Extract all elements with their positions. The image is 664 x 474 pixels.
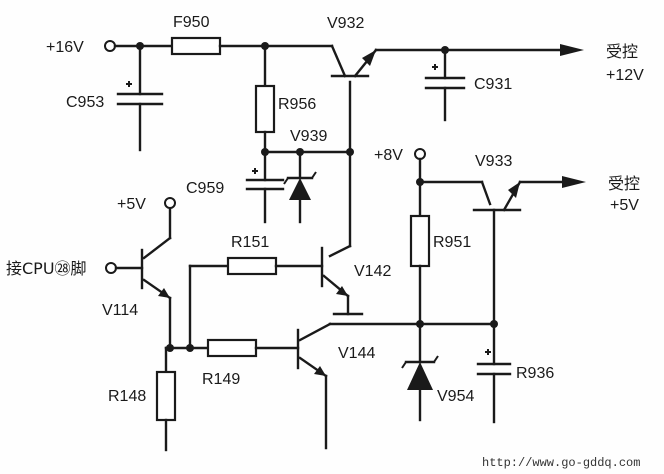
fuse-f950 (170, 36, 222, 56)
transistor-v932 (330, 44, 378, 154)
capacitor-r936 (476, 322, 512, 424)
v142-collector-line (328, 150, 352, 258)
output-arrow-12v (560, 44, 584, 56)
transistor-v144 (296, 322, 422, 450)
label-c953: C953 (66, 94, 104, 111)
r149-node (164, 338, 300, 358)
label-v954: V954 (437, 388, 474, 405)
capacitor-c931 (424, 48, 466, 122)
label-c959: C959 (186, 180, 224, 197)
label-cpu-pin: 接CPU㉘脚 (6, 259, 87, 278)
label-5v-in: +5V (117, 196, 146, 213)
rail-8v (409, 148, 498, 364)
transistor-v933 (472, 176, 586, 326)
zener-v954 (401, 355, 439, 422)
resistor-r956 (254, 44, 276, 154)
label-r951: R951 (433, 234, 471, 251)
label-v939: V939 (290, 128, 327, 145)
v939-node-line (261, 148, 354, 156)
label-controlled-2: 受控 (608, 174, 640, 193)
label-16v: +16V (46, 39, 84, 56)
label-c931: C931 (474, 76, 512, 93)
label-v142: V142 (354, 263, 391, 280)
capacitor-c959 (245, 150, 285, 224)
resistor-r151 (188, 256, 324, 350)
label-r151: R151 (231, 234, 269, 251)
label-r148: R148 (108, 388, 146, 405)
label-v932: V932 (327, 15, 364, 32)
label-r956: R956 (278, 96, 316, 113)
resistor-r149 (206, 338, 258, 358)
transistor-v114 (105, 197, 176, 350)
transistor-v142 (320, 246, 364, 316)
resistor-r148 (155, 346, 177, 452)
label-12v: +12V (606, 67, 644, 84)
label-r149: R149 (202, 371, 240, 388)
capacitor-c953 (116, 44, 164, 152)
top-rail (104, 36, 584, 56)
label-v114: V114 (102, 302, 138, 319)
label-controlled-1: 受控 (606, 42, 638, 61)
watermark-url: http://www.go-gddq.com (482, 456, 640, 470)
supply-terminal-5v (164, 197, 176, 209)
cpu-pin-terminal (105, 262, 117, 274)
label-v933: V933 (475, 153, 512, 170)
input-terminal-16v (104, 40, 116, 52)
labels: +16V F950 V932 受控 +12V C953 C931 R956 V9… (6, 14, 644, 470)
resistor-r951 (409, 214, 431, 268)
label-8v: +8V (374, 147, 403, 164)
label-5v-out: +5V (610, 197, 639, 214)
zener-v939 (283, 150, 317, 224)
label-f950: F950 (173, 14, 210, 31)
label-r936: R936 (516, 365, 554, 382)
supply-terminal-8v (414, 148, 426, 160)
output-arrow-5v (562, 176, 586, 188)
label-v144: V144 (338, 345, 375, 362)
